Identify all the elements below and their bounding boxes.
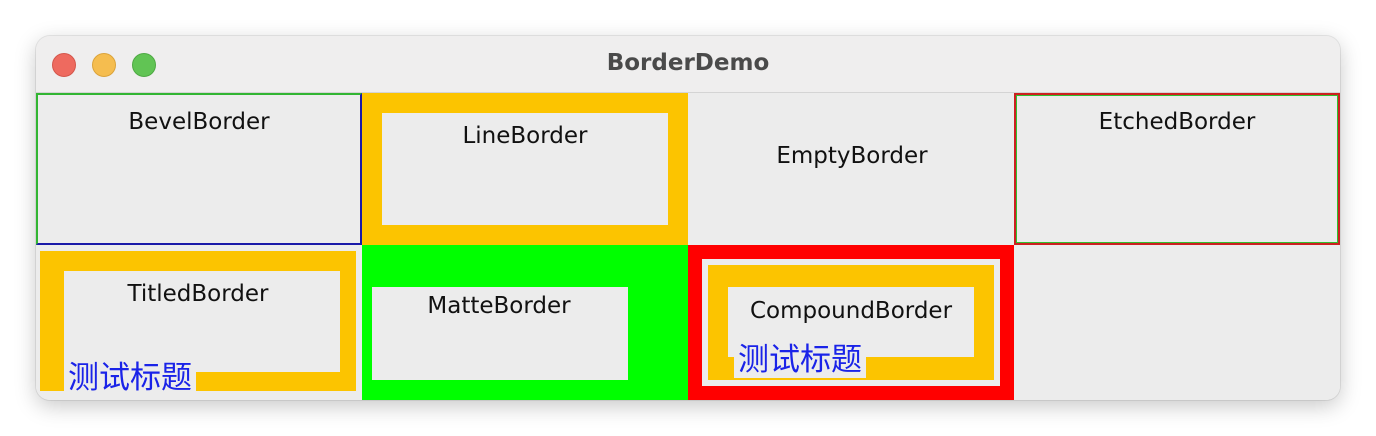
etched-border-panel: EtchedBorder bbox=[1014, 93, 1340, 245]
line-border-label: LineBorder bbox=[462, 123, 588, 149]
compound-border-label: CompoundBorder bbox=[749, 298, 953, 324]
border-demo-window: BorderDemo BevelBorder LineBorder EmptyB… bbox=[36, 36, 1340, 400]
zoom-button[interactable] bbox=[132, 53, 156, 77]
compound-border-title: 测试标题 bbox=[734, 342, 866, 378]
compound-border-panel: CompoundBorder 测试标题 bbox=[688, 245, 1014, 400]
empty-grid-cell bbox=[1014, 245, 1340, 400]
empty-border-panel: EmptyBorder bbox=[688, 93, 1014, 245]
bevel-border-panel: BevelBorder bbox=[36, 93, 362, 245]
titled-border-title: 测试标题 bbox=[64, 360, 196, 396]
line-border-panel: LineBorder bbox=[362, 93, 688, 245]
etched-border-label: EtchedBorder bbox=[1098, 109, 1256, 135]
line-border-inner bbox=[382, 113, 668, 225]
title-bar[interactable]: BorderDemo bbox=[36, 36, 1340, 93]
empty-border-label: EmptyBorder bbox=[776, 143, 928, 169]
matte-border-inner bbox=[372, 287, 628, 380]
window-title: BorderDemo bbox=[606, 50, 770, 76]
close-button[interactable] bbox=[52, 53, 76, 77]
bevel-border-label: BevelBorder bbox=[128, 109, 270, 135]
titled-border-panel: TitledBorder 测试标题 bbox=[36, 245, 362, 400]
titled-border-inner bbox=[64, 271, 340, 372]
matte-border-panel: MatteBorder bbox=[362, 245, 688, 400]
titled-border-frame bbox=[40, 251, 356, 391]
minimize-button[interactable] bbox=[92, 53, 116, 77]
matte-border-label: MatteBorder bbox=[427, 293, 571, 319]
border-grid: BevelBorder LineBorder EmptyBorder Etche… bbox=[36, 93, 1340, 400]
titled-border-label: TitledBorder bbox=[127, 281, 269, 307]
